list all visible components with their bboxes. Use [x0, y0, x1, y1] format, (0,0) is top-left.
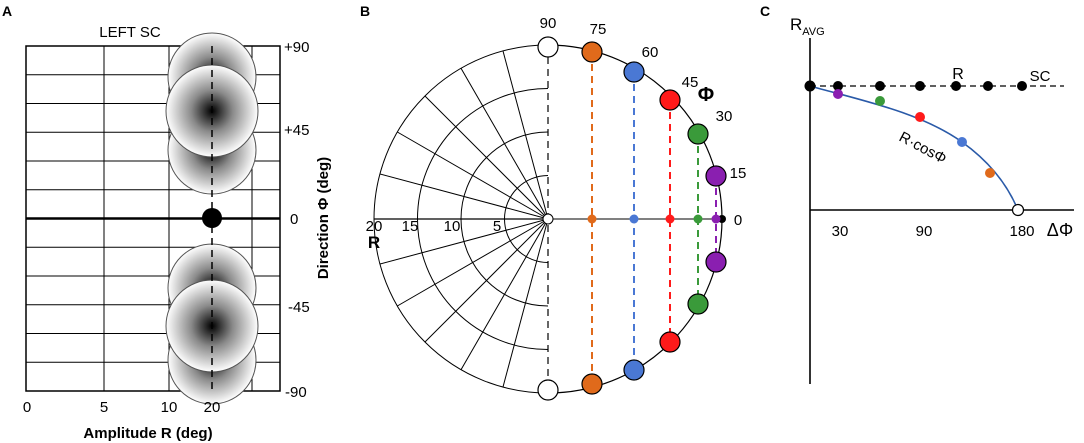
rim-dot-green-bottom: [687, 293, 709, 315]
c-r-dot-6: [1017, 81, 1027, 91]
c-r-dot-2: [875, 81, 885, 91]
panel-b: B 90 75 60 45 30 15: [360, 3, 747, 401]
a-ylabel: Direction Φ (deg): [315, 157, 332, 279]
b-angle-30: 30: [716, 108, 733, 125]
rim-dot-white-bottom: [537, 379, 559, 401]
c-xlabel: ΔΦ: [1047, 220, 1073, 240]
rim-dot-red-bottom: [659, 331, 681, 353]
c-curve-dot-red: [915, 112, 925, 122]
rim-dot-purple-top: [705, 165, 727, 187]
c-r-dot-4: [951, 81, 961, 91]
polar-spoke-150: [397, 131, 549, 220]
a-xtick-3: 20: [204, 399, 221, 416]
polar-spoke-135: [424, 95, 549, 220]
rim-dot-red-top: [659, 89, 681, 111]
b-r-label: R: [368, 233, 380, 252]
rim-dot-purple-bottom: [705, 251, 727, 273]
b-angle-0: 0: [734, 212, 742, 229]
rim-dot-orange-top: [581, 41, 603, 63]
a-xtick-2: 10: [161, 399, 178, 416]
axis-dot-green: [693, 214, 703, 224]
c-curve-label: R·cosΦ: [896, 129, 949, 168]
c-xtick-180: 180: [1009, 223, 1034, 240]
panel-b-label: B: [360, 3, 370, 19]
polar-spoke-225: [424, 218, 549, 343]
c-sc-label: SC: [1030, 68, 1051, 85]
polar-spoke-165: [379, 173, 549, 220]
c-xtick-30: 30: [832, 223, 849, 240]
polar-spoke-240: [460, 218, 549, 370]
a-ytick-0: +90: [284, 39, 309, 56]
c-r-dot-1: [833, 81, 843, 91]
panel-c-label: C: [760, 3, 770, 19]
b-phi-label: Φ: [698, 84, 714, 106]
c-curve-dot-orange: [985, 168, 995, 178]
c-r-dot-0: [804, 80, 816, 92]
a-ytick-4: -90: [285, 384, 307, 401]
polar-spoke-255: [502, 218, 549, 388]
a-ytick-1: +45: [284, 122, 309, 139]
c-ylabel: RAVG: [790, 15, 825, 38]
c-r-label: R: [952, 66, 964, 83]
c-curve-dot-blue: [957, 137, 967, 147]
c-r-dot-3: [915, 81, 925, 91]
c-curve-dot-green: [875, 96, 885, 106]
axis-dot-red: [665, 214, 675, 224]
c-xtick-90: 90: [916, 223, 933, 240]
polar-spoke-120: [460, 68, 549, 220]
c-cos-curve: [809, 85, 1019, 211]
rim-dot-green-top: [687, 123, 709, 145]
b-angle-60: 60: [642, 44, 659, 61]
rim-dot-white-top: [537, 36, 559, 58]
a-xlabel: Amplitude R (deg): [83, 425, 212, 442]
polar-spoke-105: [502, 50, 549, 220]
axis-dot-orange: [587, 214, 597, 224]
b-radius-5: 5: [493, 218, 501, 235]
b-radius-10: 10: [444, 218, 461, 235]
b-radius-15: 15: [402, 218, 419, 235]
c-curve-dot-white: [1011, 203, 1025, 217]
panel-a-label: A: [2, 3, 12, 19]
rim-dot-blue-bottom: [623, 359, 645, 381]
b-angle-90: 90: [540, 15, 557, 32]
a-ytick-2: 0: [290, 211, 298, 228]
axis-dot-purple: [711, 214, 721, 224]
panel-a-title: LEFT SC: [99, 24, 161, 41]
panel-c: C RAVG R SC R·cosΦ 30 90 180 ΔΦ: [760, 3, 1074, 384]
panel-a: A LEFT SC 0 5 10 20 Amplitude R (deg) +9…: [2, 3, 332, 442]
rim-dot-orange-bottom: [581, 373, 603, 395]
polar-spoke-195: [379, 218, 549, 265]
polar-spoke-210: [397, 218, 549, 307]
b-angle-75: 75: [590, 21, 607, 38]
c-r-dot-5: [983, 81, 993, 91]
blob-group: [165, 32, 259, 405]
rim-dot-blue-top: [623, 61, 645, 83]
axis-dot-blue: [629, 214, 639, 224]
axis-dot-white: [542, 213, 554, 225]
b-angle-15: 15: [730, 165, 747, 182]
b-radius-20: 20: [366, 218, 383, 235]
c-curve-dot-purple: [833, 89, 843, 99]
a-ytick-3: -45: [288, 299, 310, 316]
b-angle-45: 45: [682, 74, 699, 91]
center-dot: [202, 208, 222, 228]
a-xtick-0: 0: [23, 399, 31, 416]
a-xtick-1: 5: [100, 399, 108, 416]
